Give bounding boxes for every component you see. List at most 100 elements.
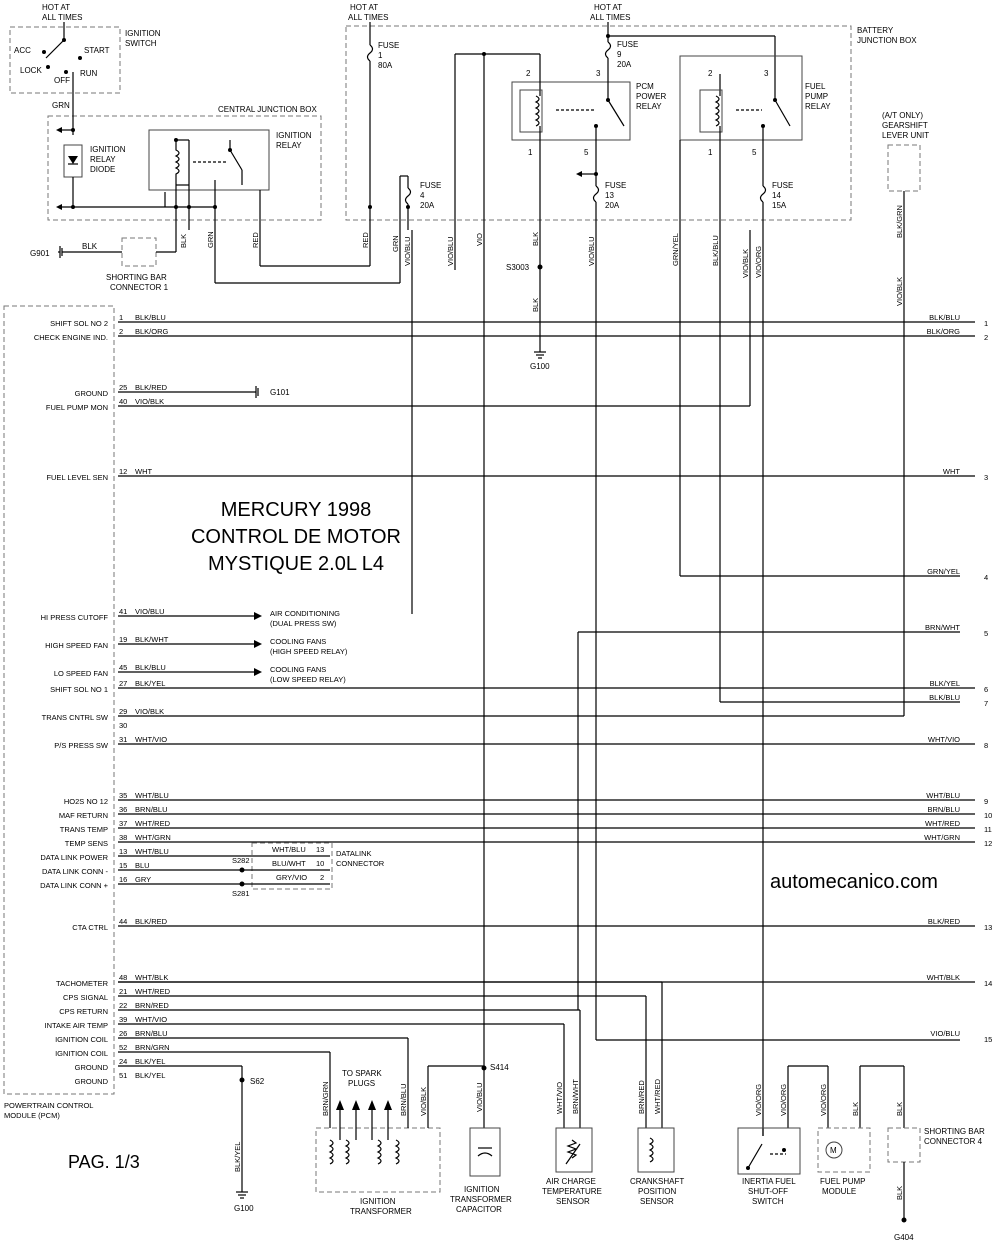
pcm-relay-label-2: POWER	[636, 92, 666, 101]
right-wire-color: BLK/ORG	[927, 327, 961, 336]
bjb-label-2: JUNCTION BOX	[857, 36, 917, 45]
pcm-pin-number: 12	[119, 467, 127, 476]
ac-label-1: AIR CONDITIONING	[270, 609, 340, 618]
pcm-pin-number: 2	[119, 327, 123, 336]
pcm-pin-number: 27	[119, 679, 127, 688]
pcm-relay-pin5: 5	[584, 148, 589, 157]
pcm-pin-name: HIGH SPEED FAN	[45, 641, 108, 650]
mid-elements: G101 AIR CONDITIONING (DUAL PRESS SW) CO…	[118, 386, 960, 1041]
right-wire-number: 13	[984, 923, 992, 932]
dl-10-label: 10	[316, 859, 324, 868]
right-wire-number: 8	[984, 741, 988, 750]
shorting-bar1-label-2: CONNECTOR 1	[110, 283, 169, 292]
right-wire-number: 3	[984, 473, 988, 482]
right-wire-number: 10	[984, 811, 992, 820]
blk-grn-label: BLK/GRN	[895, 205, 904, 238]
pcm-pin-wire-color: WHT	[135, 467, 152, 476]
g901-label: G901	[30, 249, 50, 258]
pcm-pin-number: 1	[119, 313, 123, 322]
sb4-label-1: SHORTING BAR	[924, 1127, 985, 1136]
pcm-pin-number: 48	[119, 973, 127, 982]
blk-blu-label: BLK/BLU	[711, 235, 720, 266]
blk-s3003-label: BLK	[531, 232, 540, 246]
right-wire-number: 15	[984, 1035, 992, 1044]
g100-top-label: G100	[530, 362, 550, 371]
pcm-pin-wire-color: BLK/ORG	[135, 327, 169, 336]
cf-high-label-2: (HIGH SPEED RELAY)	[270, 647, 348, 656]
g100-bottom-label: G100	[234, 1204, 254, 1213]
pcm-pin-number: 39	[119, 1015, 127, 1024]
pcm-pin-name: CPS SIGNAL	[63, 993, 108, 1002]
vio-org-label: VIO/ORG	[754, 246, 763, 278]
right-wire-number: 4	[984, 573, 988, 582]
pcm-pin-number: 16	[119, 875, 127, 884]
to-spark-label-2: PLUGS	[348, 1079, 375, 1088]
central-junction-box: CENTRAL JUNCTION BOX IGNITION RELAY DIOD…	[47, 105, 322, 230]
title-line-3: MYSTIQUE 2.0L L4	[208, 553, 384, 575]
right-wire-number: 6	[984, 685, 988, 694]
pcm-pin-wire-color: WHT/BLU	[135, 791, 169, 800]
s281-label: S281	[232, 889, 250, 898]
pcm-pin-name: SHIFT SOL NO 1	[50, 685, 108, 694]
pcm-pin-wire-color: BRN/BLU	[135, 805, 168, 814]
inertia-label-2: SHUT-OFF	[748, 1187, 788, 1196]
pcm-pin-number: 52	[119, 1043, 127, 1052]
pcm-pin-number: 51	[119, 1071, 127, 1080]
brn-red-label: BRN/RED	[637, 1080, 646, 1114]
pcm-pin-name: DATA LINK POWER	[40, 853, 108, 862]
inertia-label-1: INERTIA FUEL	[742, 1177, 796, 1186]
right-wire-number: 1	[984, 319, 988, 328]
g101-label: G101	[270, 388, 290, 397]
right-wire-number: 14	[984, 979, 992, 988]
pcm-pin-name: GROUND	[75, 1063, 109, 1072]
red-cjb-label: RED	[251, 232, 260, 248]
pcm-pin-number: 30	[119, 721, 127, 730]
ign-switch-label-1: IGNITION	[125, 29, 161, 38]
pcm-pin-name: CTA CTRL	[72, 923, 108, 932]
vio-org-3-label: VIO/ORG	[819, 1084, 828, 1116]
pcm-module: POWERTRAIN CONTROL MODULE (PCM)	[3, 305, 115, 1120]
pcm-pin-number: 36	[119, 805, 127, 814]
gearshift-lever-unit: (A/T ONLY) GEARSHIFT LEVER UNIT BLK/GRN …	[882, 111, 929, 716]
gearshift-label-1: (A/T ONLY)	[882, 111, 923, 120]
pcm-pin-wire-color: WHT/GRN	[135, 833, 171, 842]
fuse9-label-2: 9	[617, 50, 622, 59]
title-block: MERCURY 1998 CONTROL DE MOTOR MYSTIQUE 2…	[68, 499, 938, 1172]
g404-label: G404	[894, 1233, 914, 1242]
grn-yel-label: GRN/YEL	[671, 233, 680, 266]
right-wire-color: BLK/BLU	[929, 693, 960, 702]
motor-label: M	[830, 1146, 837, 1155]
dl-13-label: 13	[316, 845, 324, 854]
pcm-pin-wire-color: BLK/BLU	[135, 313, 166, 322]
datalink-label-1: DATALINK	[336, 849, 372, 858]
pcm-pin-name: LO SPEED FAN	[54, 669, 108, 678]
right-wire-number: 2	[984, 333, 988, 342]
right-wire-color: BRN/WHT	[925, 623, 960, 632]
pcm-pin-wire-color: WHT/RED	[135, 987, 171, 996]
s62-label: S62	[250, 1077, 265, 1086]
pcm-pin-name: FUEL PUMP MON	[46, 403, 108, 412]
fuse14-label-1: FUSE	[772, 181, 793, 190]
acc-label: ACC	[14, 46, 31, 55]
pcm-pin-name: SHIFT SOL NO 2	[50, 319, 108, 328]
pcm-pin-name: INTAKE AIR TEMP	[45, 1021, 109, 1030]
pcm-pin-wire-color: WHT/VIO	[135, 735, 167, 744]
red-bjb-label: RED	[361, 232, 370, 248]
pcm-pin-name: CPS RETURN	[59, 1007, 108, 1016]
fp-relay-label-1: FUEL	[805, 82, 826, 91]
pcm-relay-pin2: 2	[526, 69, 531, 78]
pcm-pin-name: TACHOMETER	[56, 979, 109, 988]
pcm-label-1: POWERTRAIN CONTROL	[4, 1101, 93, 1110]
dl-2-label: 2	[320, 873, 324, 882]
pcm-pin-wire-color: BLK/YEL	[135, 679, 165, 688]
vio-label: VIO	[475, 233, 484, 246]
pcm-pin-name: HO2S NO 12	[64, 797, 108, 806]
grn-cjb-label: GRN	[206, 231, 215, 248]
right-wire-number: 12	[984, 839, 992, 848]
fp-relay-pin5: 5	[752, 148, 757, 157]
blk-g901-label: BLK	[82, 242, 98, 251]
vio-blu-cap-label: VIO/BLU	[475, 1082, 484, 1112]
pcm-pin-number: 21	[119, 987, 127, 996]
